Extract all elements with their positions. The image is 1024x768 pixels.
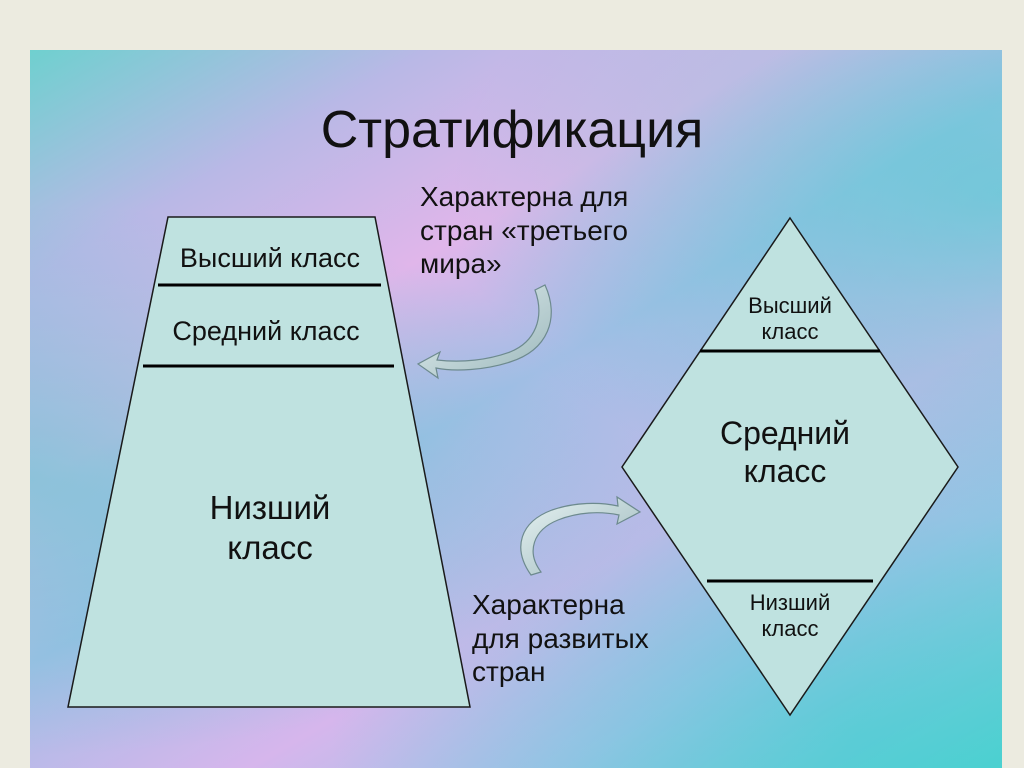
diamond-middle-class-label: Средний класс bbox=[719, 415, 851, 490]
curved-arrow-to-trapezoid bbox=[416, 284, 552, 380]
curved-arrow-to-diamond bbox=[520, 495, 642, 576]
diamond-lower-class-label: Низший класс bbox=[749, 590, 831, 642]
slide-edge-margin bbox=[1002, 50, 1024, 768]
trapezoid-upper-class-label: Высший класс bbox=[179, 243, 361, 273]
trapezoid-shape bbox=[67, 216, 471, 708]
diamond-upper-class-label: Высший класс bbox=[748, 293, 832, 345]
trapezoid-middle-class-label: Средний класс bbox=[172, 316, 360, 346]
developed-countries-caption: Характерна для развитых стран bbox=[472, 589, 649, 688]
third-world-caption: Характерна для стран «третьего мира» bbox=[420, 181, 629, 280]
trapezoid-lower-class-label: Низший класс bbox=[209, 489, 331, 566]
diamond-shape bbox=[621, 216, 959, 717]
slide-title: Стратификация bbox=[320, 101, 704, 159]
